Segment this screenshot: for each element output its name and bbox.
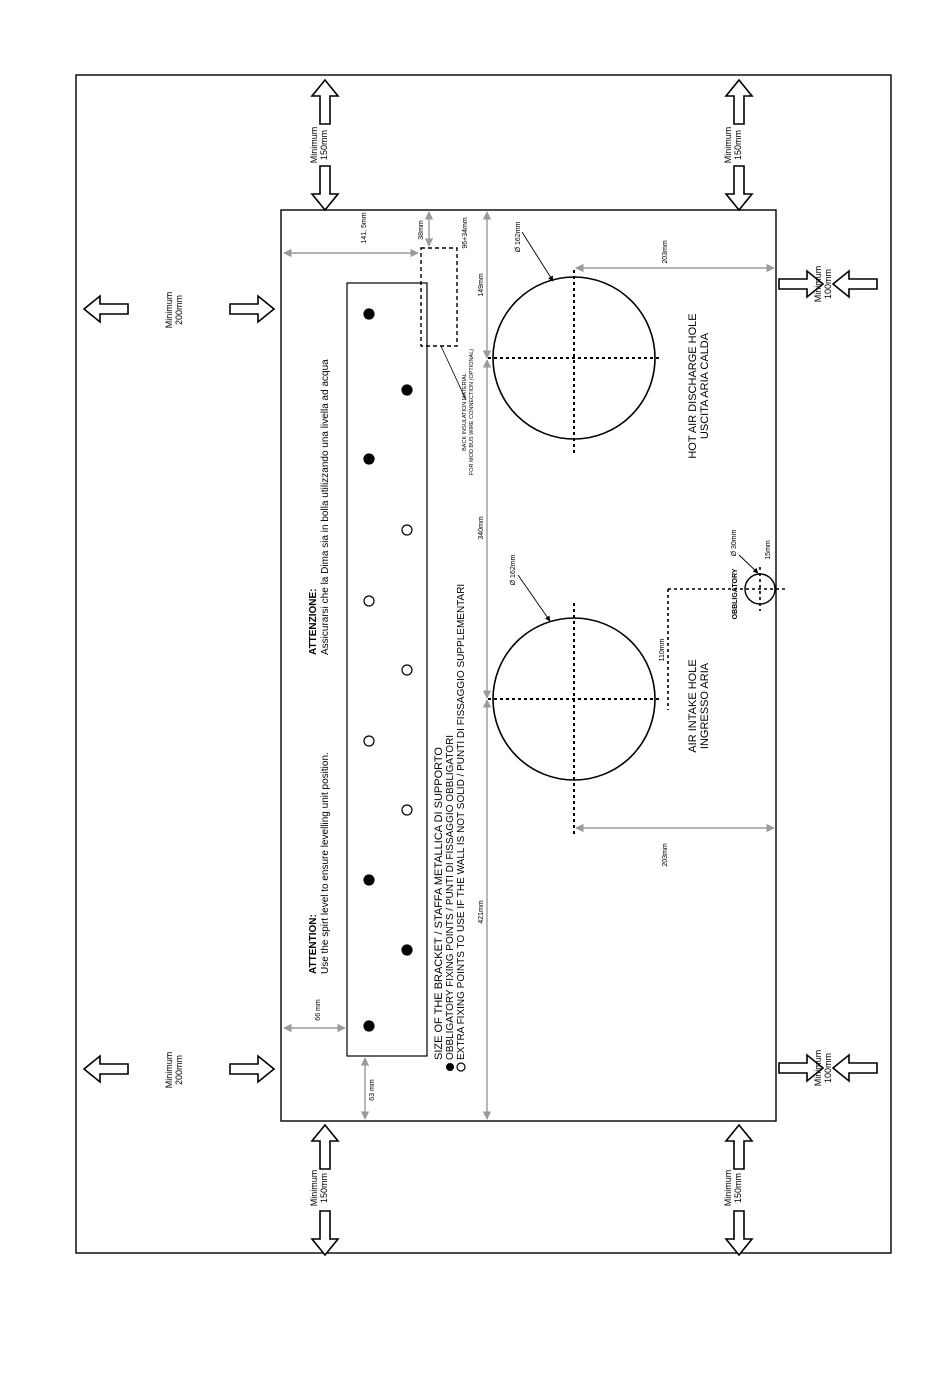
clearance-bottom-left-label: Minimum150mm [309, 1170, 329, 1207]
obligatory-fixing-point [401, 944, 413, 956]
dim-66-label: 66 mm [315, 999, 322, 1021]
legend-obligatory-label: OBBLIGATORY FIXING POINTS / PUNTI DI FIS… [445, 735, 456, 1060]
clearance-right-bottom-label: Minimum100mm [813, 1050, 833, 1087]
clearance-top-right-label: Minimum150mm [723, 127, 743, 164]
dim-96-label: 96+34mm [462, 217, 469, 248]
dia-leader-top [521, 231, 554, 282]
obbligatory-label: OBBLIGATORY [732, 568, 739, 619]
wire-connection-box [420, 247, 458, 347]
obligatory-fixing-point [363, 874, 375, 886]
legend-filled-point-icon [446, 1063, 454, 1071]
clearance-arrow-icon [311, 1210, 339, 1256]
dim-340-label: 340mm [478, 516, 485, 540]
dim-15-label: 15mm [765, 540, 772, 560]
clearance-arrow-icon [311, 1124, 339, 1170]
dim-203-bottom-label: 203mm [662, 843, 669, 867]
legend-extra-label: EXTRA FIXING POINTS TO USE IF THE WALL I… [456, 584, 467, 1060]
dia-small-label: Ø 30mm [731, 529, 738, 556]
fixing-points-group [363, 308, 413, 1032]
obligatory-fixing-point [363, 453, 375, 465]
obligatory-small-hole [744, 573, 776, 605]
extra-fixing-point [401, 804, 413, 816]
extra-fixing-point [363, 735, 375, 747]
dia-bottom-label: Ø 162mm [510, 554, 517, 585]
clearance-arrow-icon [311, 165, 339, 211]
clearance-bottom-right-label: Minimum150mm [723, 1170, 743, 1207]
clearance-left-bottom-label: Minimum200mm [164, 1052, 184, 1089]
dim-203-top-label: 203mm [662, 240, 669, 264]
attention-body: Use the spirt level to ensure levelling … [320, 752, 331, 974]
dim-110-label: 110mm [659, 638, 666, 661]
clearance-arrow-icon [832, 270, 878, 298]
clearance-arrow-icon [832, 1054, 878, 1082]
dim-141-label: 141, 5mm [361, 212, 368, 243]
dia-top-label: Ø 162mm [515, 221, 522, 252]
dim-63-label: 63 mm [369, 1079, 376, 1101]
attenzione-body: Assicurarsi che la Dima sia in bolla uti… [320, 359, 331, 655]
legend-hollow-point-icon [456, 1062, 466, 1072]
intake-label-en: AIR INTAKE HOLE [687, 659, 699, 752]
clearance-arrow-icon [229, 295, 275, 323]
extra-fixing-point [401, 664, 413, 676]
wire-leader-line [440, 345, 467, 401]
hot-air-label-it: USCITA ARIA CALDA [699, 332, 711, 439]
clearance-arrow-icon [83, 1055, 129, 1083]
clearance-arrow-icon [83, 295, 129, 323]
clearance-arrow-icon [725, 1210, 753, 1256]
attention-title: ATTENTION: [308, 914, 319, 974]
clearance-arrow-icon [725, 79, 753, 125]
extra-fixing-point [363, 595, 375, 607]
dim-149-label: 149mm [478, 273, 485, 297]
intake-label-it: INGRESSO ARIA [699, 662, 711, 749]
bracket-outline [346, 282, 428, 1057]
clearance-arrow-icon [229, 1055, 275, 1083]
clearance-arrow-icon [725, 165, 753, 211]
clearance-top-left-label: Minimum150mm [309, 127, 329, 164]
dia-leader-small [738, 554, 759, 574]
dia-leader-bottom [517, 574, 551, 622]
clearance-arrow-icon [311, 79, 339, 125]
outer-border [75, 74, 892, 1254]
obligatory-fixing-point [401, 384, 413, 396]
dim-421-label: 421mm [478, 900, 485, 924]
hot-air-label-en: HOT AIR DISCHARGE HOLE [687, 313, 699, 458]
obligatory-fixing-point [363, 308, 375, 320]
obligatory-fixing-point [363, 1020, 375, 1032]
attenzione-title: ATTENZIONE: [308, 589, 319, 655]
clearance-right-top-label: Minimum100mm [813, 266, 833, 303]
clearance-left-top-label: Minimum200mm [164, 292, 184, 329]
extra-fixing-point [401, 524, 413, 536]
dim-38-label: 38mm [418, 220, 425, 240]
unit-template-outline [280, 209, 777, 1122]
bracket-size-label: SIZE OF THE BRACKET / STAFFA METALLICA D… [433, 747, 445, 1060]
back-insulation-note-2: FOR MOD BUS WIRE CONNECTION (OPTIONAL) [469, 349, 475, 475]
back-insulation-note-1: BACK INSULATION MATERIAL [462, 373, 468, 451]
clearance-arrow-icon [725, 1124, 753, 1170]
